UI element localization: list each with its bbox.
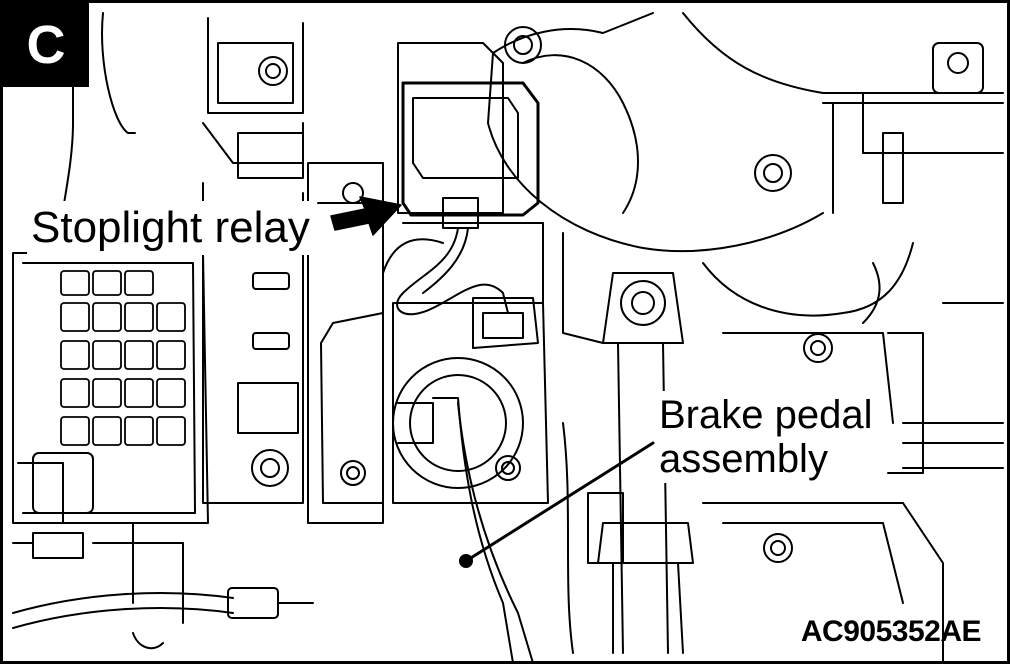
pedal-bracket-plate [320, 222, 549, 504]
stoplight-relay-label: Stoplight relay [27, 201, 314, 255]
lower-harness [12, 522, 314, 650]
panel-letter: C [3, 3, 89, 87]
brake-pedal-arm [432, 397, 534, 664]
stoplight-relay-arrow [330, 196, 402, 236]
fuse-box [12, 252, 209, 524]
brake-pedal-label-line2: assembly [659, 437, 828, 481]
brake-pedal-assembly-label: Brake pedal assembly [655, 391, 877, 483]
figure-reference-code: AC905352AE [800, 615, 982, 648]
line-drawing [12, 12, 1004, 664]
dash-bracket [57, 12, 384, 524]
brake-pedal-label-line1: Brake pedal [659, 393, 873, 437]
callout-leaders [330, 196, 655, 563]
brake-booster [487, 12, 1004, 324]
brake-pedal-leader-line [464, 441, 655, 563]
lower-right-assembly [562, 232, 1004, 664]
stoplight-relay [382, 42, 540, 316]
